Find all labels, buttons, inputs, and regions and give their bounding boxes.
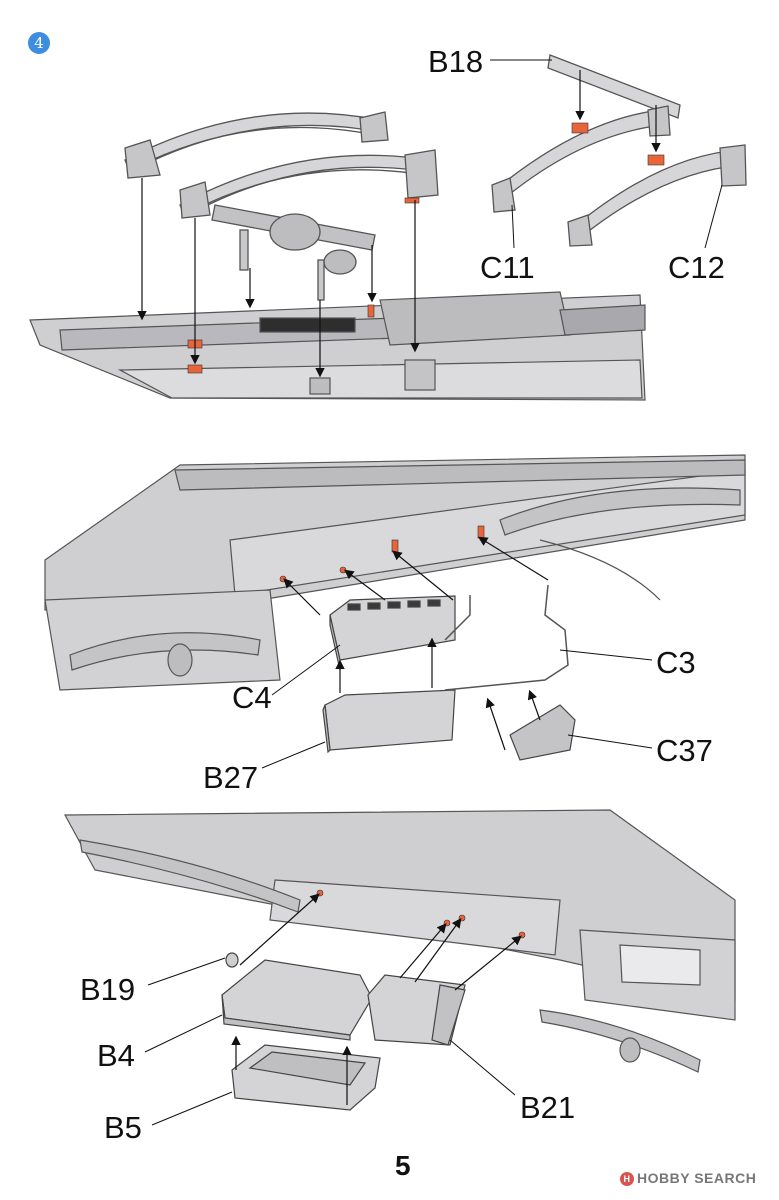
leaf-spring-icon [491, 54, 747, 247]
step-badge: 4 [28, 32, 50, 54]
part-label-b21: B21 [520, 1090, 576, 1125]
page-number: 5 [395, 1150, 411, 1181]
part-label-c12: C12 [668, 250, 725, 285]
toolbox-icon [221, 952, 373, 1041]
part-label-b18: B18 [428, 44, 484, 79]
part-label-b5: B5 [104, 1110, 142, 1145]
part-label-b19: B19 [80, 972, 136, 1007]
part-label-b27: B27 [203, 760, 259, 795]
toolbox-icon [367, 974, 466, 1046]
chassis-frame-icon [63, 809, 736, 1073]
watermark-text: HOBBY SEARCH [637, 1170, 757, 1186]
chassis-frame-icon [29, 291, 646, 401]
toolbox-icon [231, 1044, 381, 1111]
part-label-c37: C37 [656, 733, 713, 768]
part-label-c3: C3 [656, 645, 696, 680]
part-label-c4: C4 [232, 680, 272, 715]
part-label-c11: C11 [480, 250, 535, 285]
part-label-b4: B4 [97, 1038, 135, 1073]
hobby-search-logo-icon: H [620, 1172, 634, 1187]
chassis-frame-icon [44, 454, 746, 691]
battery-box-icon [322, 689, 456, 754]
battery-box-icon [329, 595, 456, 671]
leaf-spring-icon [124, 111, 439, 301]
